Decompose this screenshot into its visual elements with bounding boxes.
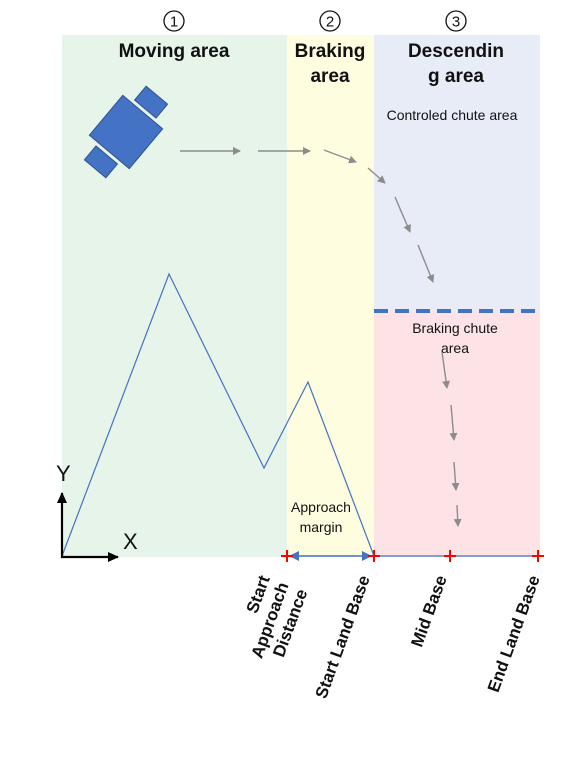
zone-number-3: 3 [445,10,467,32]
braking-chute-label-line1: Braking chute [412,320,498,336]
drone-icon [83,85,169,179]
braking-area-title-line1: Braking [295,41,366,62]
base-label-mid-base: Mid Base [407,573,450,650]
x-axis-label: X [123,529,138,554]
trajectory-arrows [180,147,462,527]
trajectory-arrow [323,149,357,164]
braking-chute-label-line2: area [441,340,469,356]
base-markers [281,550,544,562]
trajectory-arrow [417,244,435,283]
approach-margin-label-line2: margin [300,519,343,535]
base-marker-start-land [368,550,380,562]
base-label-start-approach-distance: Start Approach Distance [243,573,312,661]
zone-number-text: 2 [326,14,334,31]
descending-area-zone [374,35,540,312]
controlled-chute-label: Controled chute area [387,107,518,123]
zone-number-1: 1 [163,10,185,32]
trajectory-arrow [441,351,450,389]
base-label-line: End Land Base [484,573,544,695]
trajectory-arrow [394,196,411,233]
trajectory-arrow [449,404,458,441]
trajectory-arrow [451,461,460,491]
base-marker-end-land [532,550,544,562]
base-marker-start-approach [281,550,293,562]
moving-area-title: Moving area [119,41,230,62]
braking-area-title-line2: area [310,66,350,87]
terrain-profile-line [61,272,375,557]
approach-margin-label-line1: Approach [291,499,351,515]
trajectory-arrow [367,167,386,184]
base-label-line: Start Land Base [312,573,374,701]
zone-number-text: 1 [170,14,178,31]
moving-area-zone [62,35,287,557]
braking-area-zone [287,35,374,557]
base-label-line: Mid Base [407,573,450,650]
descending-area-title-line1: Descendin [408,41,504,62]
zone-number-2: 2 [319,10,341,32]
base-label-start-land-base: Start Land Base [312,573,374,701]
base-marker-mid [444,550,456,562]
y-axis-label: Y [56,461,71,486]
trajectory-arrow [453,504,462,527]
base-label-end-land-base: End Land Base [484,573,544,695]
zone-number-text: 3 [452,14,460,31]
descending-area-title-line2: g area [428,66,484,87]
